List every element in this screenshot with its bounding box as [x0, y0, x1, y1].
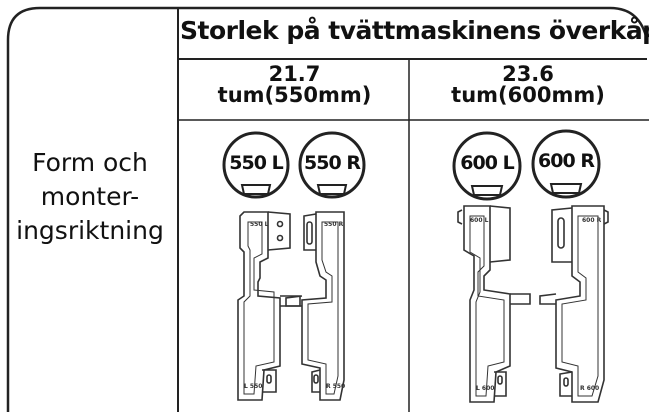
size-inch-550: 21.7 [268, 62, 321, 86]
svg-text:R 550: R 550 [326, 383, 345, 390]
size-column-550: 21.7 tum(550mm) [180, 64, 409, 106]
svg-text:L 550: L 550 [244, 383, 262, 390]
size-inch-600: 23.6 [502, 62, 554, 86]
badge-550-right-label: 550 R [304, 152, 361, 174]
size-mm-600: tum(600mm) [451, 83, 605, 107]
svg-text:550 L: 550 L [250, 221, 269, 228]
svg-text:600 R: 600 R [582, 217, 602, 224]
badge-600-left-label: 600 L [460, 152, 514, 174]
svg-text:L 600: L 600 [476, 385, 494, 392]
svg-text:R 600: R 600 [580, 385, 599, 392]
badge-550-left [222, 131, 290, 199]
badge-600-right-label: 600 R [538, 150, 595, 172]
badge-550-right [298, 131, 366, 199]
badge-600-left [452, 131, 522, 201]
size-mm-550: tum(550mm) [217, 83, 372, 107]
row-label-line2: monter- [40, 182, 140, 211]
row-label: Form och monter- ingsriktning [8, 146, 172, 248]
table-header-title: Storlek på tvättmaskinens överkåpa [180, 16, 649, 45]
row-label-line1: Form och [32, 148, 148, 177]
row-label-line3: ingsriktning [16, 216, 164, 245]
svg-text:550 R: 550 R [324, 221, 344, 228]
svg-text:600 L: 600 L [470, 217, 489, 224]
badge-600-right [531, 129, 601, 199]
badge-550-left-label: 550 L [229, 152, 283, 174]
size-column-600: 23.6 tum(600mm) [409, 64, 647, 106]
